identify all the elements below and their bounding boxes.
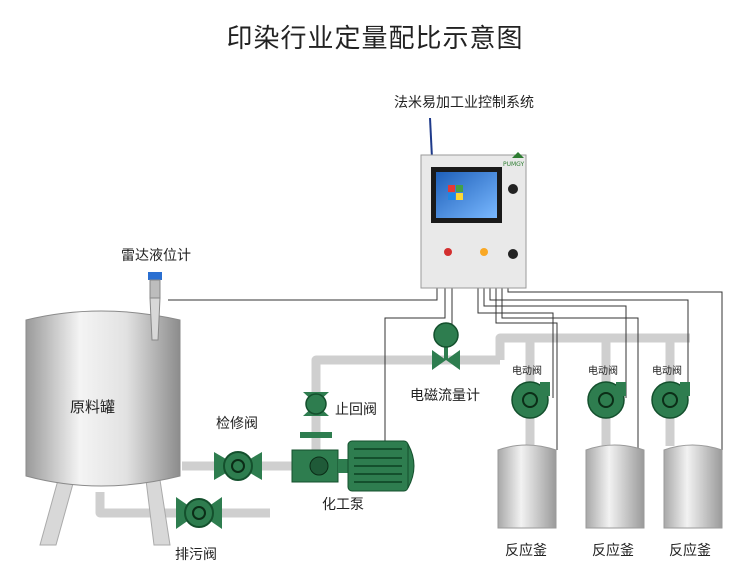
flowmeter-label: 电磁流量计 bbox=[410, 388, 480, 404]
tank-leg-left bbox=[39, 479, 75, 546]
drain-valve-label: 排污阀 bbox=[175, 547, 217, 563]
header-pipe bbox=[495, 333, 690, 360]
control-wires bbox=[168, 288, 723, 445]
wire-sensor-2 bbox=[501, 288, 639, 437]
control-system-label: 法米易加工业控制系统 bbox=[394, 95, 534, 111]
cabinet-logo-text: PUMGY bbox=[503, 161, 525, 168]
wire-sensor-3 bbox=[507, 288, 723, 437]
raw-tank bbox=[25, 310, 181, 546]
reactor-3-label: 反应釜 bbox=[669, 543, 711, 559]
diagram-title: 印染行业定量配比示意图 bbox=[226, 24, 524, 54]
wire-sensor-1 bbox=[495, 288, 558, 437]
electric-valve-2-device bbox=[587, 381, 626, 419]
wire-valve-3 bbox=[489, 288, 689, 398]
wire-valve-1 bbox=[477, 288, 554, 398]
maintenance-valve-device bbox=[214, 451, 262, 481]
check-valve-device bbox=[300, 392, 332, 438]
electric-valve-3-label: 电动阀 bbox=[652, 366, 682, 377]
control-cabinet bbox=[420, 117, 527, 289]
drain-valve-device bbox=[176, 497, 222, 529]
pipes bbox=[95, 333, 690, 518]
reactor-1-label: 反应釜 bbox=[505, 543, 547, 559]
wire-valve-2 bbox=[483, 288, 627, 398]
chemical-pump-label: 化工泵 bbox=[322, 497, 364, 513]
radar-level-gauge-device bbox=[148, 272, 162, 341]
wire-level bbox=[168, 288, 438, 301]
raw-tank-label: 原料罐 bbox=[70, 398, 116, 416]
reactor-2-label: 反应釜 bbox=[592, 543, 634, 559]
wire-pump bbox=[384, 288, 446, 445]
radar-level-label: 雷达液位计 bbox=[121, 248, 191, 264]
electric-valve-3-device bbox=[651, 381, 690, 419]
chemical-pump-device bbox=[291, 440, 415, 492]
check-valve-label: 止回阀 bbox=[335, 402, 377, 418]
electric-valve-1-device bbox=[511, 381, 550, 419]
reactor-2-device bbox=[585, 444, 645, 529]
electric-valve-1-label: 电动阀 bbox=[512, 366, 542, 377]
electric-valve-2-label: 电动阀 bbox=[588, 366, 618, 377]
tank-body bbox=[25, 310, 181, 487]
cabinet-logo-icon bbox=[512, 152, 524, 158]
antenna bbox=[429, 117, 433, 159]
maintenance-valve-label: 检修阀 bbox=[216, 416, 258, 432]
flowmeter-device bbox=[432, 322, 460, 370]
reactor-1-device bbox=[497, 444, 557, 529]
reactor-3-device bbox=[663, 444, 723, 529]
